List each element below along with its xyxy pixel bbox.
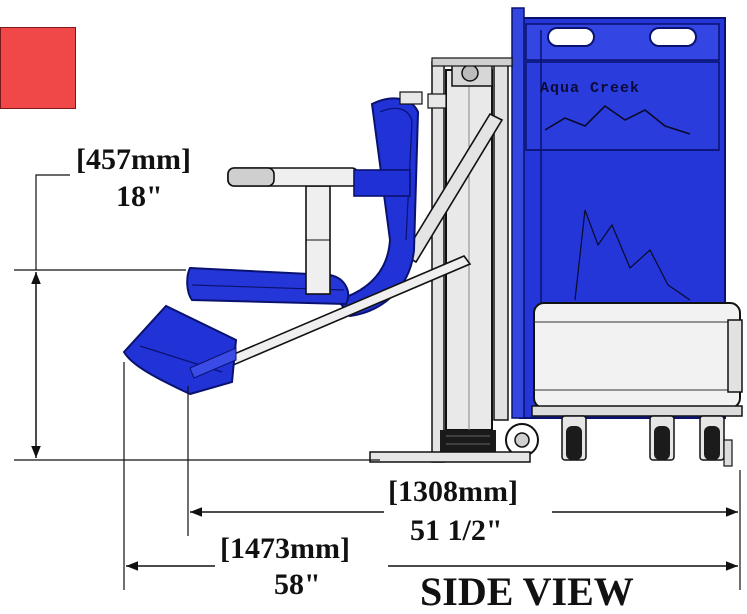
brand-logo-text: Aqua Creek [540,80,641,97]
handle-slot-right [649,27,697,47]
overall-length-metric: [1473mm] [220,532,350,565]
seat-height-metric: [457mm] [76,143,191,176]
seat-height-imperial: 18" [116,180,163,213]
lift-seat [186,91,447,318]
dimension-lines [14,174,741,590]
inner-length-imperial: 51 1/2" [410,514,503,547]
battery-box [533,302,743,409]
caster-wheels [505,405,743,467]
overall-length-imperial: 58" [274,568,321,601]
handle-slot-left [547,27,595,47]
lift-side-view-drawing [14,7,743,590]
red-marker-box [0,27,76,109]
inner-length-metric: [1308mm] [388,475,518,508]
view-label: SIDE VIEW [420,569,634,614]
footrest [122,304,238,396]
